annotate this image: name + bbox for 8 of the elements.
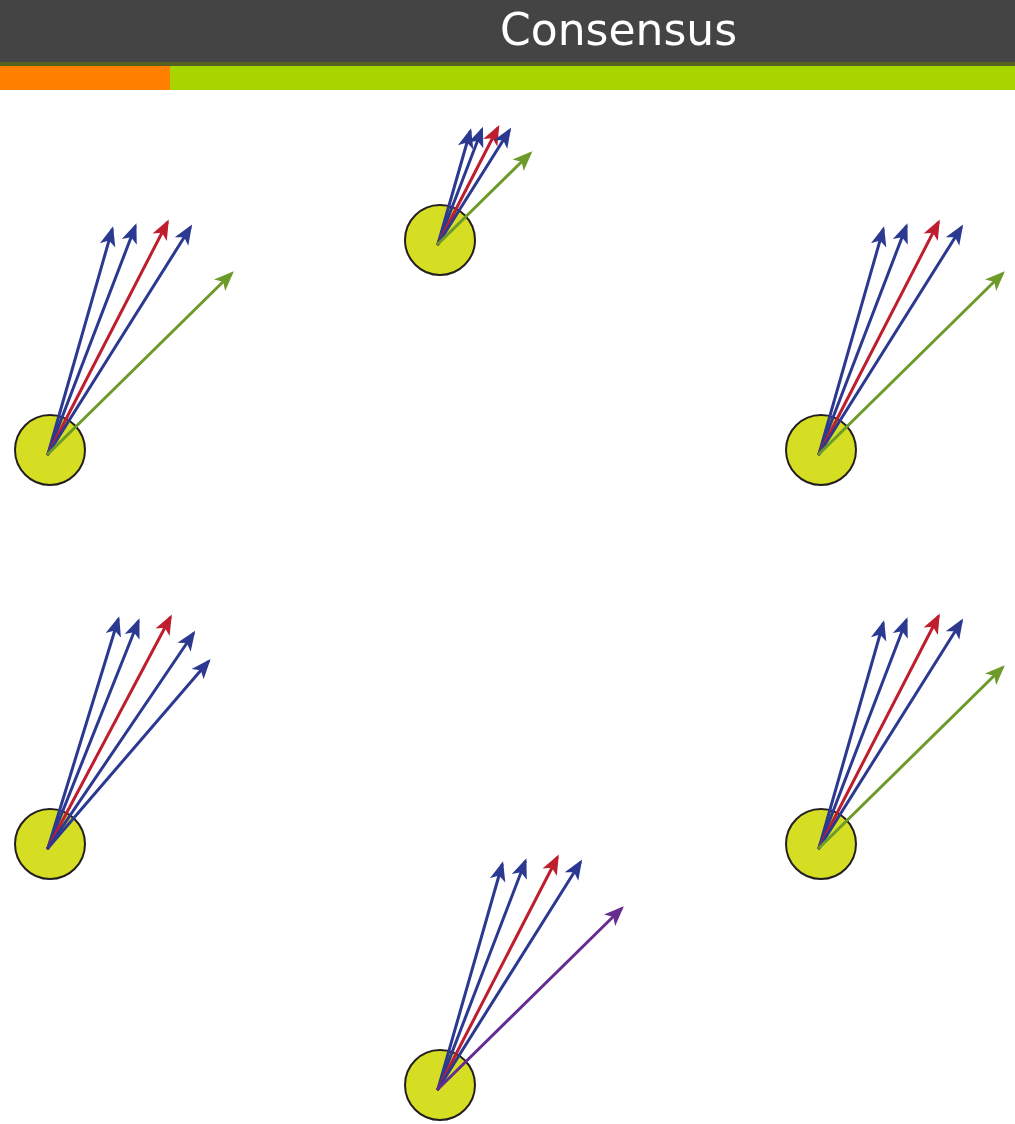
arrow — [436, 906, 624, 1091]
arrow — [436, 151, 533, 246]
arrow — [436, 124, 500, 246]
arrow — [817, 271, 1005, 456]
slide-title: Consensus — [500, 4, 738, 56]
arrow — [817, 665, 1005, 850]
arrow — [46, 658, 211, 850]
arrow — [46, 271, 234, 456]
